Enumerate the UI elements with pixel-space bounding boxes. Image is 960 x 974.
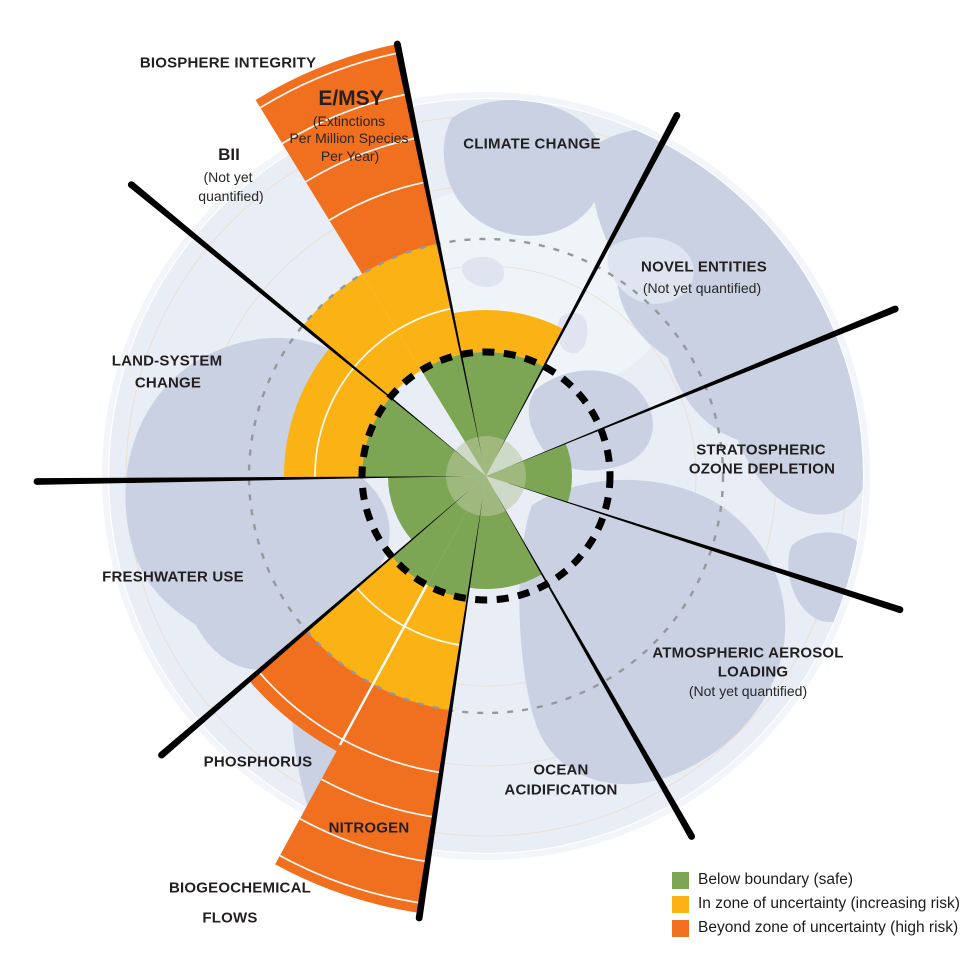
legend-row-safe: Below boundary (safe) — [672, 868, 960, 892]
sub-boundary-divider-white — [338, 584, 428, 746]
wedge-stratospheric-ozone-depletion-safe — [486, 443, 572, 503]
wedge-nitrogen-uncertainty — [372, 585, 468, 711]
continent-scandinavia — [607, 237, 694, 304]
wedge-emsy-uncertainty — [362, 243, 462, 371]
uncertainty-dotted-circle — [247, 237, 725, 715]
legend-uncertainty-label: In zone of uncertainty (increasing risk) — [698, 895, 960, 912]
sector-divider-line-tip — [393, 40, 401, 48]
sector-divider-line — [159, 489, 471, 758]
gridline-arc — [396, 307, 452, 331]
gridline-arc — [342, 738, 442, 774]
sector-divider-line — [415, 495, 483, 919]
legend-high-risk-swatch — [672, 919, 689, 937]
gridline-arc — [328, 181, 426, 221]
legend-uncertainty-swatch — [672, 895, 689, 913]
gridline-arc — [279, 854, 422, 904]
sector-divider-line-tip — [688, 833, 696, 840]
sector-divider-line — [495, 113, 680, 459]
sector-divider-line — [394, 43, 482, 457]
gridline-arc — [257, 671, 344, 741]
gridline-arc — [299, 817, 428, 863]
legend: Below boundary (safe) In zone of uncertai… — [672, 868, 960, 940]
sector-divider-line-tip — [127, 181, 135, 189]
continent-greenland — [443, 99, 605, 236]
legend-row-high_risk: Beyond zone of uncertainty (high risk) — [672, 916, 960, 940]
legend-safe-swatch — [672, 871, 689, 889]
wedge-phosphorus-high_risk — [248, 630, 373, 752]
sector-divider-line-tip — [896, 606, 904, 614]
gridline-arc — [355, 586, 405, 628]
gridline-arc — [353, 329, 398, 369]
sector-divider-line-tip — [33, 478, 41, 485]
center-highlight — [446, 436, 526, 516]
continent-british-isles — [557, 312, 588, 354]
legend-high-risk-label: Beyond zone of uncertainty (high risk) — [698, 919, 959, 936]
wedge-stratospheric-ozone-depletion — [486, 443, 572, 503]
boundary-dashed-circle — [358, 348, 614, 604]
wedge-bii — [302, 273, 422, 398]
gridline-arc — [314, 366, 355, 479]
sector-divider-line-tip — [415, 914, 423, 922]
legend-row-uncertainty: In zone of uncertainty (increasing risk) — [672, 892, 960, 916]
gridline-arc — [259, 51, 400, 109]
sector-divider-line-tip — [158, 751, 165, 759]
wedge-bii-uncertainty — [302, 273, 422, 398]
sector-divider-line-tip — [673, 112, 681, 119]
sector-divider-lines — [33, 40, 904, 922]
gridline-arc — [281, 93, 408, 145]
wedge-phosphorus-uncertainty — [306, 556, 427, 685]
gridline-arc — [305, 137, 417, 183]
gridline-arc — [403, 625, 461, 646]
continent-africa — [519, 479, 786, 785]
sector-divider-line — [37, 476, 466, 485]
sector-divider-line — [129, 182, 471, 464]
wedge-emsy-high_risk — [255, 44, 439, 274]
gridline-arc — [320, 778, 435, 818]
legend-safe-label: Below boundary (safe) — [698, 871, 854, 888]
continent-iceland — [461, 256, 505, 288]
map-outer-halo — [102, 92, 870, 860]
sector-divider-line — [504, 305, 897, 469]
wedge-climate-change-uncertainty — [452, 310, 564, 367]
sector-divider-line-tip — [891, 305, 899, 313]
sector-divider-line — [505, 482, 901, 613]
sector-divider-line — [495, 493, 695, 839]
